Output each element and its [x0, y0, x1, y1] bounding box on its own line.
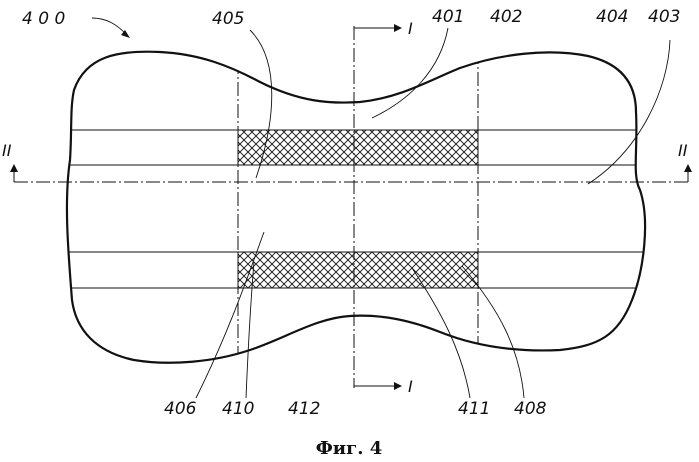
section-i-top-label: I: [408, 19, 413, 38]
figure-caption: Фиг. 4: [316, 438, 383, 459]
label-400: 4 0 0: [22, 9, 65, 29]
label-410: 410: [222, 399, 254, 419]
section-i-bottom-arrow-icon: [394, 382, 402, 390]
transverse-dash-lines: [238, 50, 478, 360]
label-405: 405: [212, 9, 244, 29]
section-i-bottom-label: I: [408, 377, 413, 396]
label-402: 402: [490, 7, 522, 27]
label-406: 406: [164, 399, 197, 419]
label-412: 412: [288, 399, 320, 419]
ref-400-arrow-icon: [121, 30, 130, 38]
leader-lines: [92, 18, 670, 398]
hatched-strip-upper: [238, 130, 478, 165]
section-i-top-arrow-icon: [394, 24, 402, 32]
label-408: 408: [514, 399, 547, 419]
section-ii-right-arrow-icon: [684, 164, 692, 172]
section-ii-right-label: II: [678, 141, 688, 160]
pad-outline: [67, 52, 645, 363]
label-411: 411: [458, 399, 490, 419]
label-401: 401: [432, 7, 464, 27]
label-403: 403: [648, 7, 680, 27]
hatched-strip-lower: [238, 252, 478, 288]
section-ii-left-arrow-icon: [10, 164, 18, 172]
label-404: 404: [596, 7, 628, 27]
section-ii-left-label: II: [2, 141, 12, 160]
